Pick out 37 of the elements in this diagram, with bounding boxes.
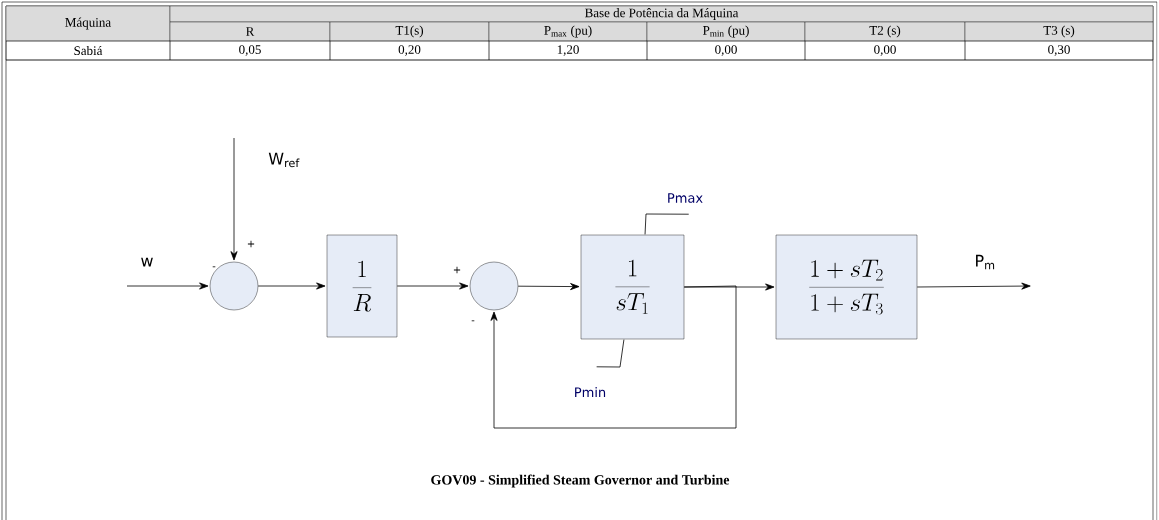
limit-label: Pmax <box>668 193 703 203</box>
table-cell: 1,20 <box>488 40 648 61</box>
transfer-function-block: $\frac{1}{R}$ <box>326 234 398 338</box>
table-cell: 0,00 <box>646 40 806 61</box>
table-cell: P$_{min}$ (pu) <box>646 21 806 42</box>
arrow <box>230 137 238 261</box>
sign-label: - <box>471 320 475 322</box>
table-cell: 0,20 <box>329 40 490 61</box>
table-cell: Sabiá <box>5 40 171 61</box>
arrow <box>490 285 737 429</box>
arrow <box>126 282 209 290</box>
caption: GOV09 - Simplified Steam Governor and Turbine <box>431 474 730 488</box>
table-cell: T2 (s) <box>804 21 966 42</box>
table-cell: 0,00 <box>804 40 966 61</box>
edge-label: W$_{ref}$ <box>268 152 300 168</box>
limit-label: Pmin <box>575 387 606 397</box>
arrow <box>396 282 469 290</box>
arrow <box>517 283 580 291</box>
sign-label: - <box>212 266 216 268</box>
table-cell: T3 (s) <box>964 21 1154 42</box>
leader-line <box>596 339 625 368</box>
transfer-function-block: $\frac{1}{sT_1}$ <box>580 234 685 340</box>
transfer-function-block: $\frac{1+sT_2}{1+sT_3}$ <box>775 234 918 340</box>
arrow <box>916 282 1031 290</box>
edge-label: w <box>141 257 153 267</box>
summing-junction <box>209 261 259 311</box>
sign-label: + <box>247 240 255 248</box>
edge-label: P$_{m}$ <box>976 254 995 270</box>
leader-line <box>644 213 690 235</box>
table-cell: P$_{max}$ (pu) <box>488 21 648 42</box>
table-cell: 0,05 <box>169 40 331 61</box>
summing-junction <box>469 261 519 311</box>
table-cell: Máquina <box>5 5 171 42</box>
sign-label: + <box>453 266 461 274</box>
arrow <box>257 282 326 290</box>
table-cell: 0,30 <box>964 40 1154 61</box>
table-cell: R <box>169 21 331 42</box>
